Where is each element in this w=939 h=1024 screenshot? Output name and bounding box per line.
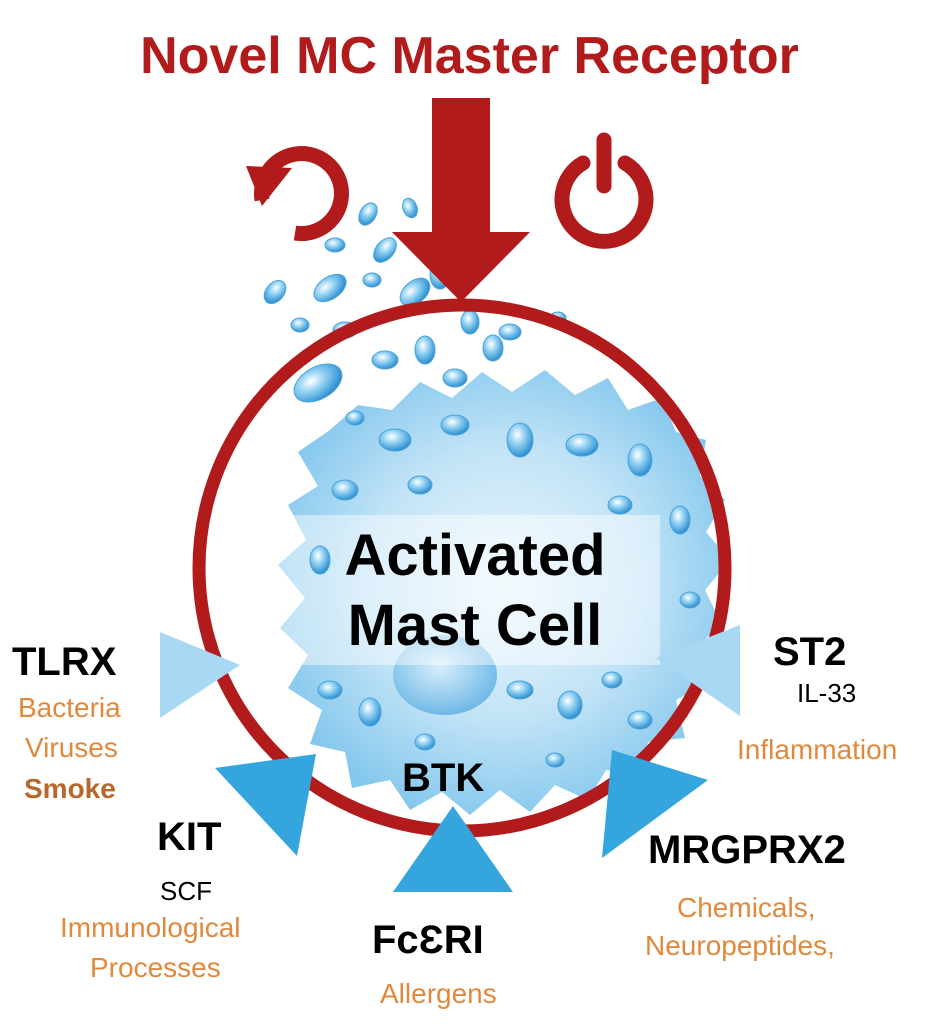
kit-label: KIT <box>157 815 222 859</box>
rotate-ccw-icon <box>246 146 349 242</box>
center-label-line2: Mast Cell <box>347 593 603 658</box>
st2-ligand: IL-33 <box>797 678 857 708</box>
kit-process-line2: Processes <box>90 952 221 983</box>
label-backdrop <box>278 515 660 665</box>
tlrx-ligand-smoke: Smoke <box>24 773 116 804</box>
power-icon <box>554 132 654 249</box>
tlrx-receptor-triangle <box>160 632 240 718</box>
fceri-receptor-triangle <box>393 806 513 892</box>
st2-process: Inflammation <box>737 734 898 765</box>
mrgprx2-ligand-line2: Neuropeptides, <box>645 930 835 961</box>
btk-label: BTK <box>402 756 485 800</box>
kit-receptor-triangle <box>215 754 316 856</box>
cell-granules <box>309 414 701 768</box>
mast-cell-body <box>278 370 730 815</box>
released-granules <box>263 197 567 426</box>
mrgprx2-ligand-line1: Chemicals, <box>677 892 816 923</box>
tlrx-ligand-viruses: Viruses <box>25 732 118 763</box>
st2-receptor-triangle <box>656 625 740 716</box>
diagram-title: Novel MC Master Receptor <box>140 27 799 85</box>
cell-nucleus <box>393 635 497 715</box>
mrgprx2-label: MRGPRX2 <box>648 828 846 872</box>
fceri-ligand: Allergens <box>380 978 497 1009</box>
kit-process-line1: Immunological <box>60 912 241 943</box>
tlrx-label: TLRX <box>12 640 117 684</box>
mrgprx2-receptor-triangle <box>602 750 708 858</box>
fceri-label: FcƐRI <box>372 918 484 962</box>
kit-ligand: SCF <box>160 876 212 906</box>
st2-label: ST2 <box>773 630 847 674</box>
center-label-line1: Activated <box>344 523 606 588</box>
tlrx-ligand-bacteria: Bacteria <box>18 692 121 723</box>
master-receptor-arrow <box>392 98 530 302</box>
